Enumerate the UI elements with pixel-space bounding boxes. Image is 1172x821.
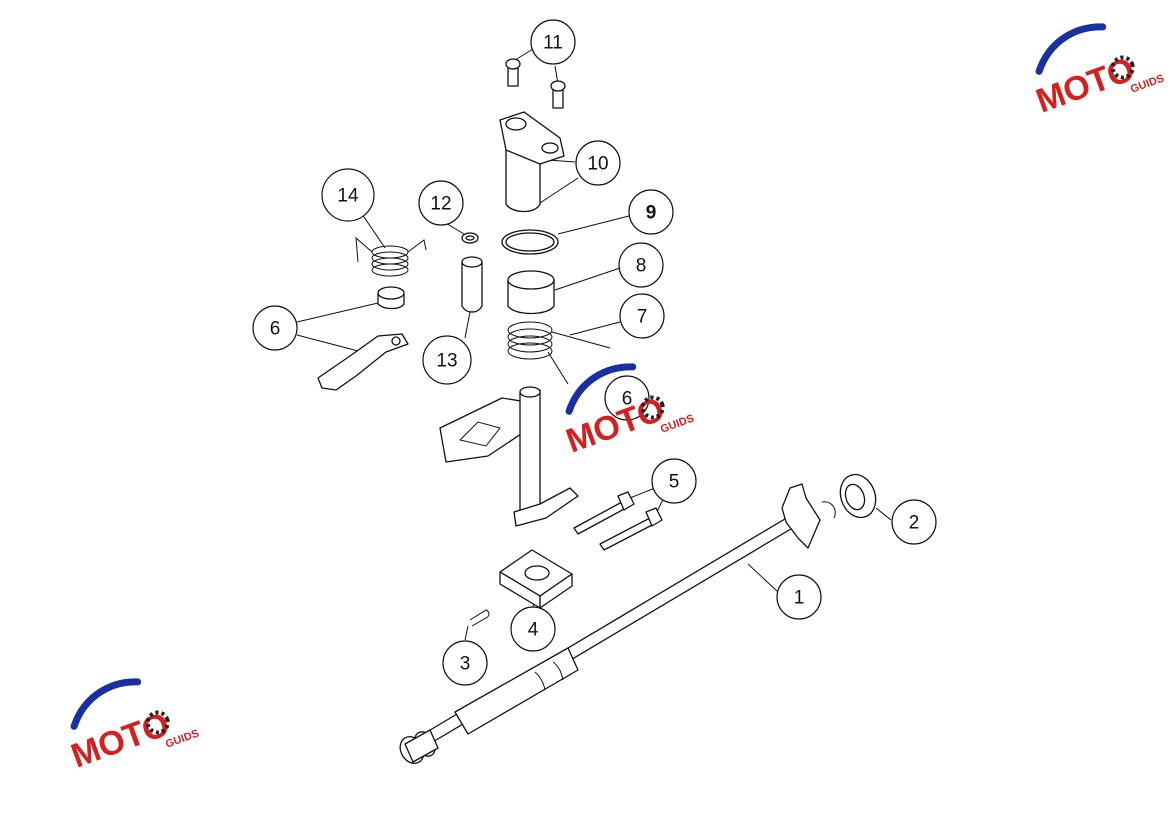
callout-label: 5 [669, 472, 680, 493]
callout-label: 4 [528, 620, 539, 641]
callout-label: 1 [794, 588, 805, 609]
callout-5: 5 [651, 458, 697, 504]
callout-label: 6 [622, 389, 633, 410]
callout-4: 4 [510, 606, 556, 652]
callout-label: 12 [430, 194, 451, 215]
callout-8: 8 [618, 242, 664, 288]
o-ring [501, 229, 559, 255]
stopper-lever [317, 286, 409, 391]
callout-1: 1 [776, 574, 822, 620]
callout-label: 6 [270, 319, 281, 340]
shift-shaft [399, 483, 836, 764]
callout-9: 9 [628, 189, 674, 235]
callout-label: 14 [337, 186, 359, 207]
callout-label: 7 [637, 307, 648, 328]
callout-12: 12 [418, 180, 464, 226]
coil-spring [355, 236, 427, 277]
callout-14: 14 [321, 168, 375, 222]
callout-label: 2 [909, 513, 920, 534]
screws [505, 58, 566, 109]
callout-10: 10 [575, 140, 621, 186]
callout-6-center: 6 [604, 375, 650, 421]
torsion-spring [507, 321, 611, 385]
callout-label: 13 [436, 351, 457, 372]
small-washer [461, 232, 479, 244]
selector-plate-assembly [439, 386, 579, 527]
bushing [507, 270, 555, 315]
watermark-logo-top-right: MOTO GUIDS [1031, 23, 1166, 121]
callout-label: 11 [543, 33, 563, 54]
callout-11: 11 [530, 19, 576, 65]
callout-6-left: 6 [252, 305, 298, 351]
callout-2: 2 [891, 499, 937, 545]
callout-3: 3 [442, 640, 488, 686]
guide-block [499, 549, 573, 609]
watermark-logo-center: MOTO GUIDS [561, 363, 696, 461]
pin [461, 256, 483, 313]
callout-label: 9 [646, 203, 657, 224]
callout-7: 7 [619, 293, 665, 339]
circlip [469, 609, 490, 627]
callout-label: 8 [636, 256, 647, 277]
watermark-logo-bottom-left: MOTO GUIDS [66, 678, 201, 776]
bolts [573, 491, 663, 551]
shift-arm [499, 111, 565, 213]
callout-13: 13 [422, 335, 472, 385]
washer [839, 473, 877, 519]
callout-label: 3 [460, 654, 471, 675]
callout-label: 10 [587, 154, 608, 175]
